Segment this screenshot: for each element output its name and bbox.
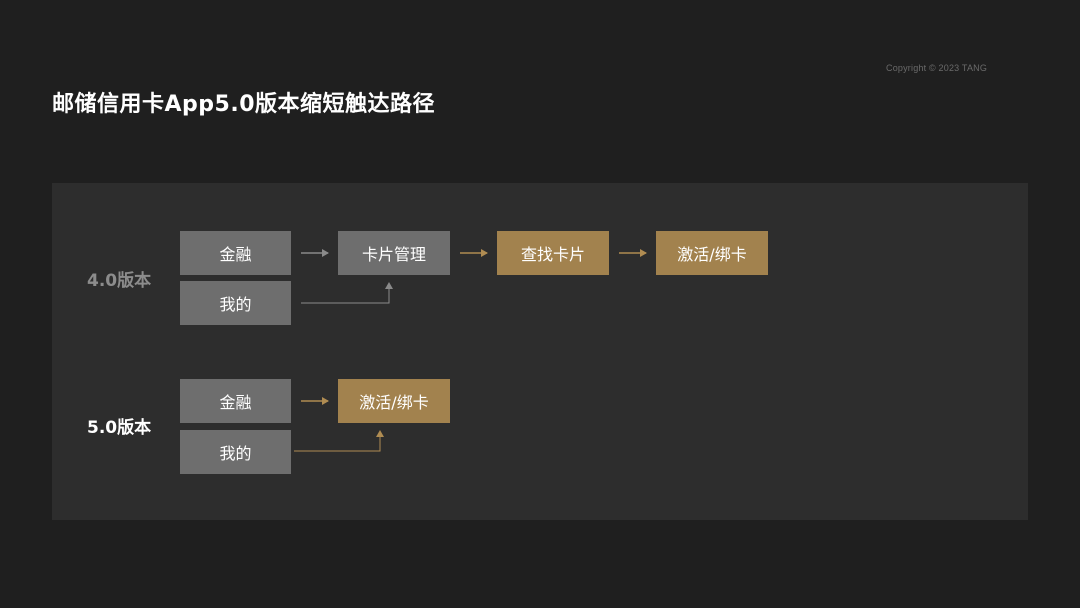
v4-activate-box: 激活/绑卡: [656, 231, 768, 275]
copyright-text: Copyright © 2023 TANG: [886, 63, 988, 73]
v4-finance-box: 金融: [180, 231, 291, 275]
v4-card-manage-box: 卡片管理: [338, 231, 450, 275]
v4-mine-box: 我的: [180, 281, 291, 325]
v4-find-card-box: 查找卡片: [497, 231, 609, 275]
page-title: 邮储信用卡App5.0版本缩短触达路径: [52, 92, 435, 117]
v5-finance-box: 金融: [180, 379, 291, 423]
version-4-label: 4.0版本: [87, 271, 152, 291]
v5-activate-box: 激活/绑卡: [338, 379, 450, 423]
v5-mine-to-activate-arrow: [294, 430, 384, 452]
v5-mine-box: 我的: [180, 430, 291, 474]
v4-mine-to-card-arrow: [301, 282, 393, 304]
version-5-label: 5.0版本: [87, 418, 152, 438]
